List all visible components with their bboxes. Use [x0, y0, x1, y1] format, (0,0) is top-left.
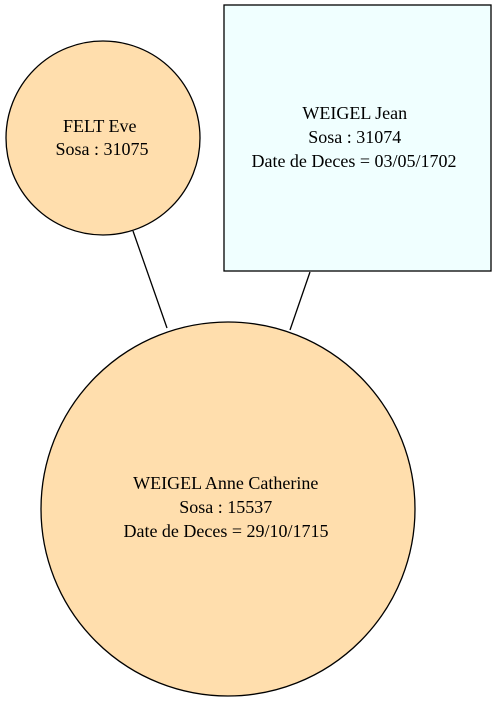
sosa-number: Sosa : 31075: [55, 139, 148, 159]
edge-mother-to-child: [132, 230, 168, 329]
person-node-felt-eve[interactable]: FELT Eve Sosa : 31075: [5, 40, 201, 236]
edge-father-to-child: [289, 271, 311, 331]
person-node-weigel-anne-catherine[interactable]: WEIGEL Anne Catherine Sosa : 15537 Date …: [40, 321, 416, 697]
person-name: WEIGEL Anne Catherine: [133, 473, 318, 493]
person-node-weigel-anne-catherine-shape: [40, 321, 416, 697]
sosa-number: Sosa : 15537: [179, 497, 272, 517]
person-name: WEIGEL Jean: [302, 103, 407, 123]
person-node-weigel-jean-shape: [223, 4, 492, 272]
person-node-weigel-jean-label: WEIGEL Jean Sosa : 31074 Date de Deces =…: [251, 103, 456, 171]
death-date: Date de Deces = 29/10/1715: [123, 521, 328, 541]
sosa-number: Sosa : 31074: [308, 127, 401, 147]
person-node-weigel-anne-catherine-label: WEIGEL Anne Catherine Sosa : 15537 Date …: [123, 473, 328, 541]
person-node-felt-eve-label: FELT Eve Sosa : 31075: [55, 116, 148, 159]
death-date: Date de Deces = 03/05/1702: [251, 151, 456, 171]
person-node-weigel-jean[interactable]: WEIGEL Jean Sosa : 31074 Date de Deces =…: [223, 4, 492, 272]
person-name: FELT Eve: [63, 116, 137, 136]
person-node-felt-eve-shape: [5, 40, 201, 236]
